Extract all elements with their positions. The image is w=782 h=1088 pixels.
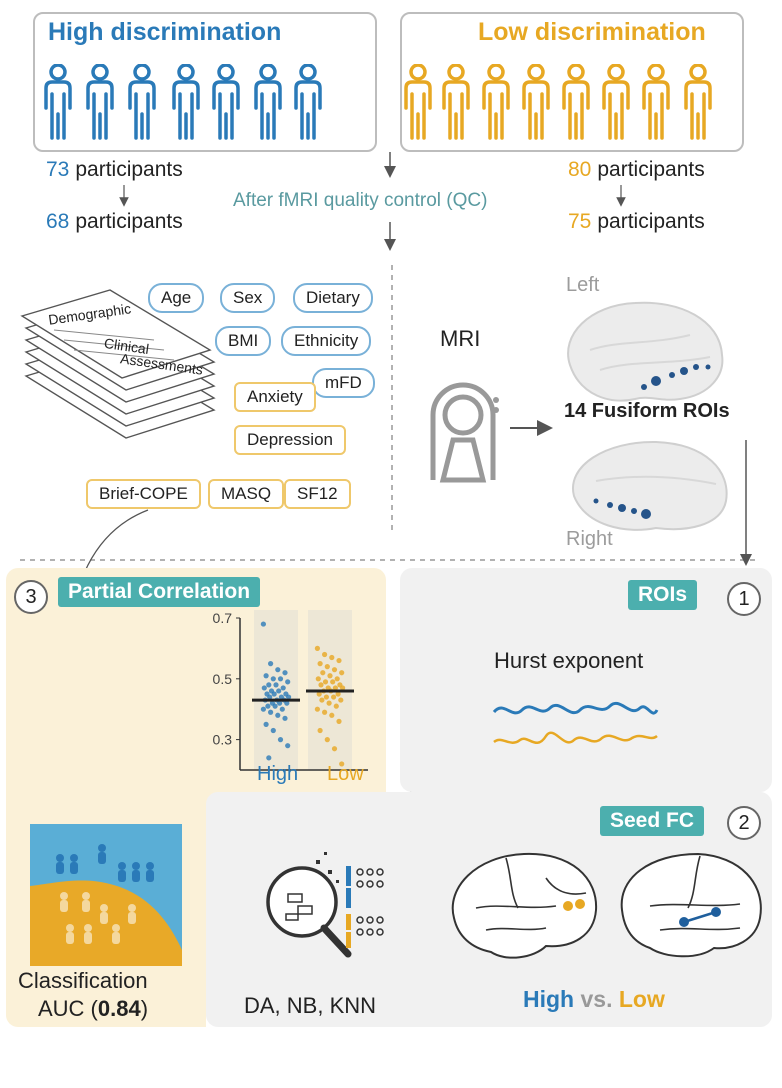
data-point: [315, 707, 320, 712]
data-point: [332, 667, 337, 672]
tag-brief-cope: Brief-COPE: [86, 479, 201, 509]
data-point: [324, 694, 329, 699]
rois-title: 14 Fusiform ROIs: [564, 400, 730, 423]
tag-mfd: mFD: [312, 368, 375, 398]
data-point: [262, 685, 267, 690]
data-point: [318, 728, 323, 733]
high-column-bg: [254, 610, 298, 770]
magnifier-icon: [252, 840, 402, 990]
data-point: [330, 679, 335, 684]
data-point: [325, 737, 330, 742]
data-point: [322, 710, 327, 715]
mri-label: MRI: [440, 326, 480, 352]
classifier-methods: DA, NB, KNN: [244, 993, 376, 1019]
data-point: [265, 704, 270, 709]
hurst-exponent-label: Hurst exponent: [494, 648, 643, 674]
tag-sf12: SF12: [284, 479, 351, 509]
data-point: [336, 719, 341, 724]
tag-anxiety: Anxiety: [234, 382, 316, 412]
data-point: [281, 685, 286, 690]
data-point: [280, 707, 285, 712]
data-point: [278, 737, 283, 742]
data-point: [332, 746, 337, 751]
data-point: [320, 670, 325, 675]
data-point: [335, 676, 340, 681]
data-point: [334, 704, 339, 709]
data-point: [266, 682, 271, 687]
high-vs-low-label: High vs. Low: [523, 986, 665, 1013]
data-point: [271, 728, 276, 733]
data-point: [323, 679, 328, 684]
tag-ethnicity: Ethnicity: [281, 326, 371, 356]
left-brain-icon: [560, 295, 730, 410]
data-point: [327, 673, 332, 678]
data-point: [272, 691, 277, 696]
right-brain-icon: [566, 436, 736, 536]
data-point: [282, 716, 287, 721]
data-point: [268, 710, 273, 715]
data-point: [339, 670, 344, 675]
data-point: [276, 688, 281, 693]
data-point: [273, 682, 278, 687]
data-point: [261, 707, 266, 712]
data-point: [264, 673, 269, 678]
tag-depression: Depression: [234, 425, 346, 455]
mri-scanner-icon: [408, 360, 518, 500]
data-point: [318, 682, 323, 687]
data-point: [261, 621, 266, 626]
data-point: [285, 743, 290, 748]
data-point: [316, 676, 321, 681]
tag-masq: MASQ: [208, 479, 284, 509]
data-point: [275, 667, 280, 672]
data-point: [322, 652, 327, 657]
data-point: [329, 655, 334, 660]
data-point: [325, 664, 330, 669]
time-series-icon: [492, 690, 662, 760]
data-point: [275, 713, 280, 718]
step-2-label: Seed FC: [600, 806, 704, 836]
step-1-label: ROIs: [628, 580, 697, 610]
seed-fc-brain-left-icon: [446, 848, 606, 968]
data-point: [278, 676, 283, 681]
x-label-low: Low: [327, 763, 364, 786]
y-tick-label: 0.5: [213, 671, 233, 687]
data-point: [285, 679, 290, 684]
step-3-number: 3: [14, 580, 48, 614]
data-point: [331, 694, 336, 699]
y-tick-label: 0.3: [213, 732, 233, 748]
data-point: [268, 661, 273, 666]
seed-fc-brain-right-icon: [610, 848, 770, 968]
data-point: [315, 646, 320, 651]
data-point: [336, 658, 341, 663]
y-tick-label: 0.7: [213, 610, 233, 626]
classification-plot: [30, 824, 182, 966]
data-point: [273, 704, 278, 709]
data-point: [271, 676, 276, 681]
data-point: [264, 722, 269, 727]
data-point: [329, 713, 334, 718]
classification-label: Classification: [18, 968, 148, 994]
step-2-number: 2: [727, 806, 761, 840]
step-3-label: Partial Correlation: [58, 577, 260, 607]
data-point: [318, 661, 323, 666]
tag-dietary: Dietary: [293, 283, 373, 313]
data-point: [338, 697, 343, 702]
data-point: [327, 701, 332, 706]
right-label: Right: [566, 528, 613, 551]
auc-label: AUC (0.84): [38, 996, 148, 1022]
left-label: Left: [566, 274, 599, 297]
data-point: [266, 755, 271, 760]
data-point: [319, 697, 324, 702]
tag-age: Age: [148, 283, 204, 313]
tag-bmi: BMI: [215, 326, 271, 356]
step-1-number: 1: [727, 582, 761, 616]
tag-sex: Sex: [220, 283, 275, 313]
data-point: [282, 670, 287, 675]
x-label-high: High: [257, 763, 298, 786]
